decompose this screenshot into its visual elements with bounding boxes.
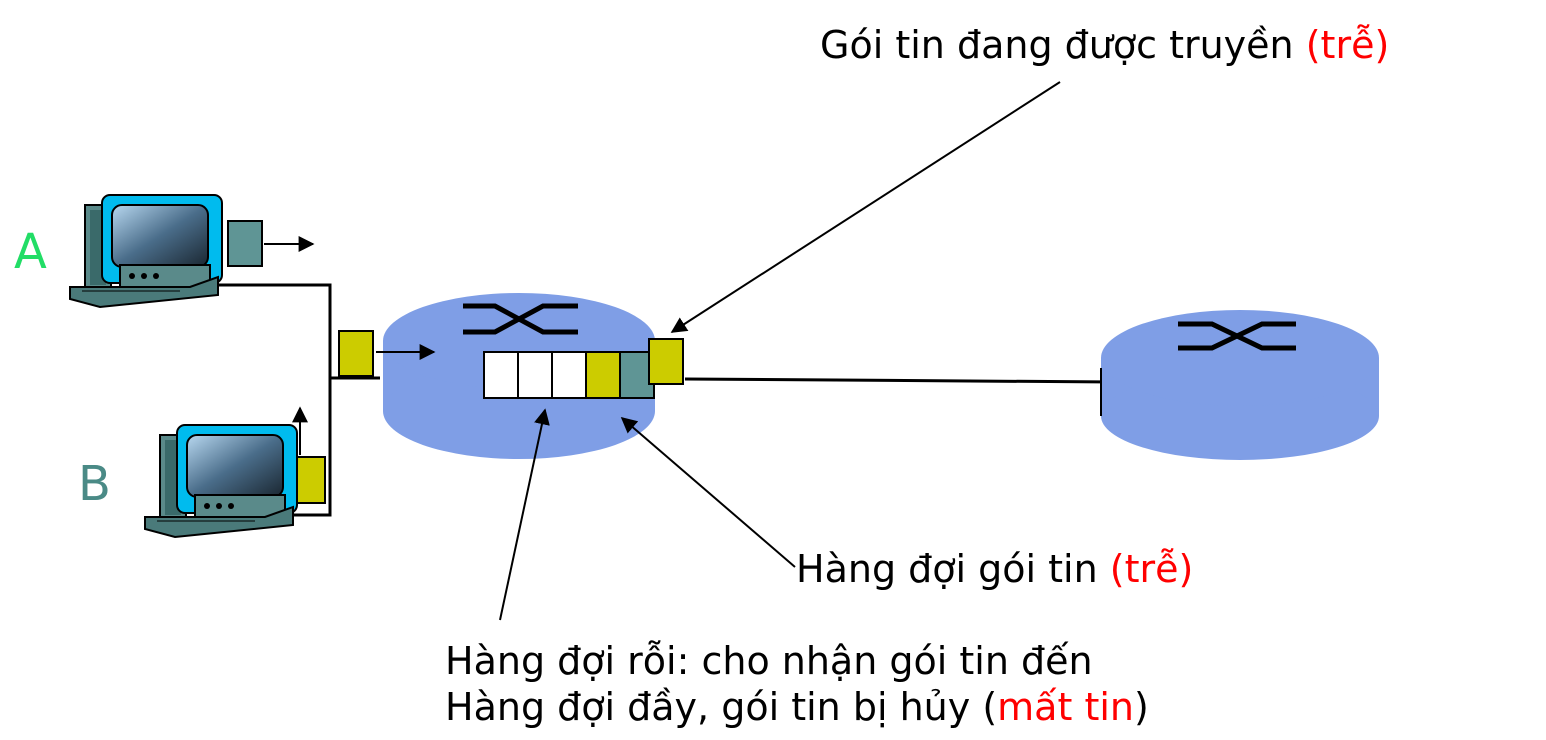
annotation-queueing: Hàng đợi gói tin (trễ) [796,546,1193,592]
annotation-line2-suffix: ) [1133,685,1149,729]
annotation-free-buffers-line2: Hàng đợi đầy, gói tin bị hủy (mất tin) [445,684,1149,730]
queue-slot-free [517,351,553,399]
computer-a-icon [69,194,223,309]
annotation-line2-prefix: Hàng đợi đầy, gói tin bị hủy ( [445,685,998,729]
computer-b-icon [144,424,298,539]
annotation-free-buffers: Hàng đợi rỗi: cho nhận gói tin đến Hàng … [445,638,1149,730]
router-switch-icon [463,303,578,335]
annotation-queueing-text: Hàng đợi gói tin [796,547,1110,591]
annotation-free-buffers-line1: Hàng đợi rỗi: cho nhận gói tin đến [445,639,1093,683]
queue-slot-free [483,351,519,399]
router-queue [483,351,655,399]
queue-slot-free [551,351,587,399]
annotation-queueing-delay: (trễ) [1109,547,1194,591]
pointer-transmitting [670,81,1061,333]
annotation-transmitting-delay: (trễ) [1305,23,1390,67]
packet-being-transmitted [648,338,684,385]
pointer-free-buffers [499,408,550,621]
host-a-label: A [14,224,47,280]
router-right [1100,310,1379,460]
packet-on-bus [338,330,374,377]
queued-packet-yellow [585,351,621,399]
links [215,283,1116,517]
host-links-bus [215,283,332,517]
annotation-pointers [499,81,1061,621]
router-to-router-link [684,377,1116,384]
annotation-packet-loss: mất tin [997,685,1134,729]
pointer-queueing [620,416,796,568]
host-b-label: B [78,456,111,512]
annotation-transmitting-text: Gói tin đang được truyền [820,23,1306,67]
packet-from-a [227,220,263,267]
router-switch-icon [1178,321,1296,351]
annotation-transmitting: Gói tin đang được truyền (trễ) [820,22,1389,68]
